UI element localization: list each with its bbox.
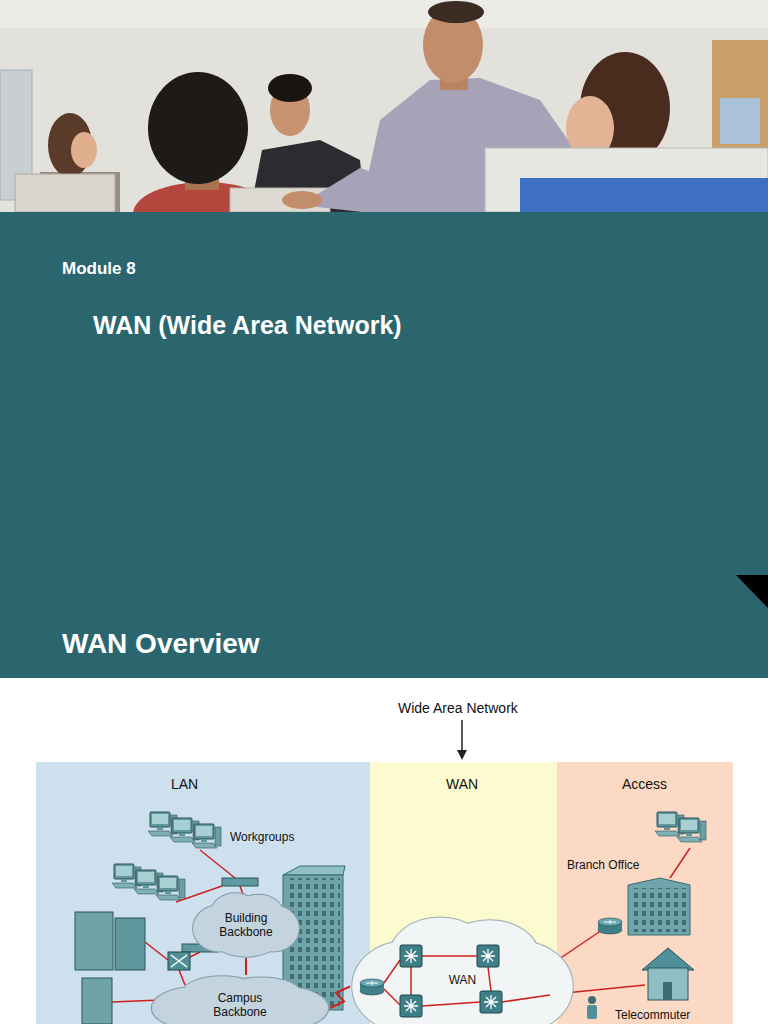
lan-devices [75, 812, 345, 1024]
wan-cloud-devices [384, 960, 400, 983]
lan-wires [200, 850, 235, 878]
wan-pointer [461, 720, 463, 751]
region-heading: WAN [446, 776, 478, 792]
lan-devices [112, 864, 141, 888]
classroom-photo [0, 0, 768, 212]
classroom-photo [230, 188, 330, 212]
access-devices [648, 968, 688, 1000]
device-label: Workgroups [230, 830, 294, 844]
region-heading: Access [622, 776, 667, 792]
access-wires [545, 985, 645, 995]
wan-region: WAN WAN [370, 762, 557, 1024]
classroom-photo [428, 1, 484, 23]
region-heading: LAN [171, 776, 198, 792]
lan-devices [283, 875, 343, 1010]
wan-cloud-devices [384, 956, 550, 1006]
access-wires [540, 848, 690, 995]
access-devices [655, 812, 684, 836]
wan-cloud-devices [422, 1002, 480, 1006]
lan-devices [168, 952, 190, 970]
wan-pointer [457, 750, 467, 760]
wan-cloud-devices [502, 995, 550, 1002]
access-devices [663, 982, 672, 1000]
campus-backbone-cloud: Campus Backbone [150, 975, 330, 1024]
lan-devices [75, 912, 113, 970]
lan-devices [170, 818, 199, 842]
wan-cloud-devices [384, 989, 400, 1005]
classroom-photo [0, 0, 768, 28]
access-devices [587, 812, 706, 1019]
classroom-photo [15, 174, 115, 212]
access-wires [540, 930, 602, 972]
device-label: Telecommuter [615, 1008, 690, 1022]
access-wires [670, 848, 690, 878]
lan-devices [115, 918, 145, 970]
building-backbone-cloud: Building Backbone [192, 892, 300, 958]
lan-region: LAN Building BackboneCampus Backbone [36, 762, 370, 1024]
wan-cloud-devices [410, 967, 412, 995]
section-heading: WAN Overview [62, 627, 260, 661]
access-devices [628, 878, 690, 935]
wan-cloud-devices [350, 915, 575, 1024]
lan-devices [156, 876, 185, 900]
lan-wires [112, 850, 245, 1002]
wan-pointer [457, 720, 467, 760]
lan-devices [148, 812, 177, 836]
access-devices [587, 1005, 597, 1019]
cloud-text: WAN [449, 973, 477, 987]
lan-wires [240, 886, 245, 900]
classroom-photo [71, 132, 97, 168]
lan-devices [134, 870, 163, 894]
lan-wires [176, 886, 222, 902]
lan-devices [283, 866, 345, 875]
device-label: Branch Office [567, 858, 639, 872]
lan-wires [145, 942, 168, 960]
lan-wires [179, 970, 185, 985]
lan-devices [171, 955, 187, 967]
cloud-outline [350, 915, 575, 1024]
classroom-photo [268, 74, 312, 102]
classroom-photo [148, 72, 248, 184]
cloud-text: Campus Backbone [208, 991, 272, 1019]
classroom-photo [0, 0, 768, 212]
network-link [330, 987, 350, 1009]
wan-cloud-devices [480, 991, 502, 1013]
lan-devices [82, 978, 112, 1024]
classroom-photo [712, 40, 768, 150]
lan-devices [192, 824, 221, 848]
access-region: Access [557, 762, 733, 1024]
classroom-photo [282, 191, 322, 209]
slide-title: WAN (Wide Area Network) [93, 310, 402, 340]
lan-wires [112, 1000, 160, 1002]
lan-wires [188, 952, 200, 958]
classroom-photo [520, 178, 768, 212]
wan-cloud-devices [477, 945, 499, 967]
network-link [245, 958, 247, 975]
lan-devices [182, 944, 218, 952]
pointer-label: Wide Area Network [398, 700, 518, 717]
access-devices [677, 818, 706, 842]
lan-devices [286, 878, 340, 1006]
slide-background [0, 212, 768, 678]
access-devices [598, 918, 622, 934]
wan-cloud-devices [400, 995, 422, 1017]
access-devices [588, 996, 596, 1004]
lan-devices [222, 878, 258, 886]
wan-cloud-devices [422, 955, 477, 957]
classroom-photo [720, 98, 760, 144]
wan-cloud-devices [400, 945, 422, 967]
classroom-photo [485, 148, 768, 212]
module-number: Module 8 [62, 259, 136, 279]
wan-cloud: WAN [350, 915, 575, 1024]
corner-wedge [736, 575, 768, 608]
wan-cloud-devices [488, 967, 491, 991]
cloud-text: Building Backbone [214, 911, 278, 939]
access-devices [632, 888, 686, 932]
access-devices [642, 948, 694, 970]
wan-cloud-devices [360, 979, 384, 995]
